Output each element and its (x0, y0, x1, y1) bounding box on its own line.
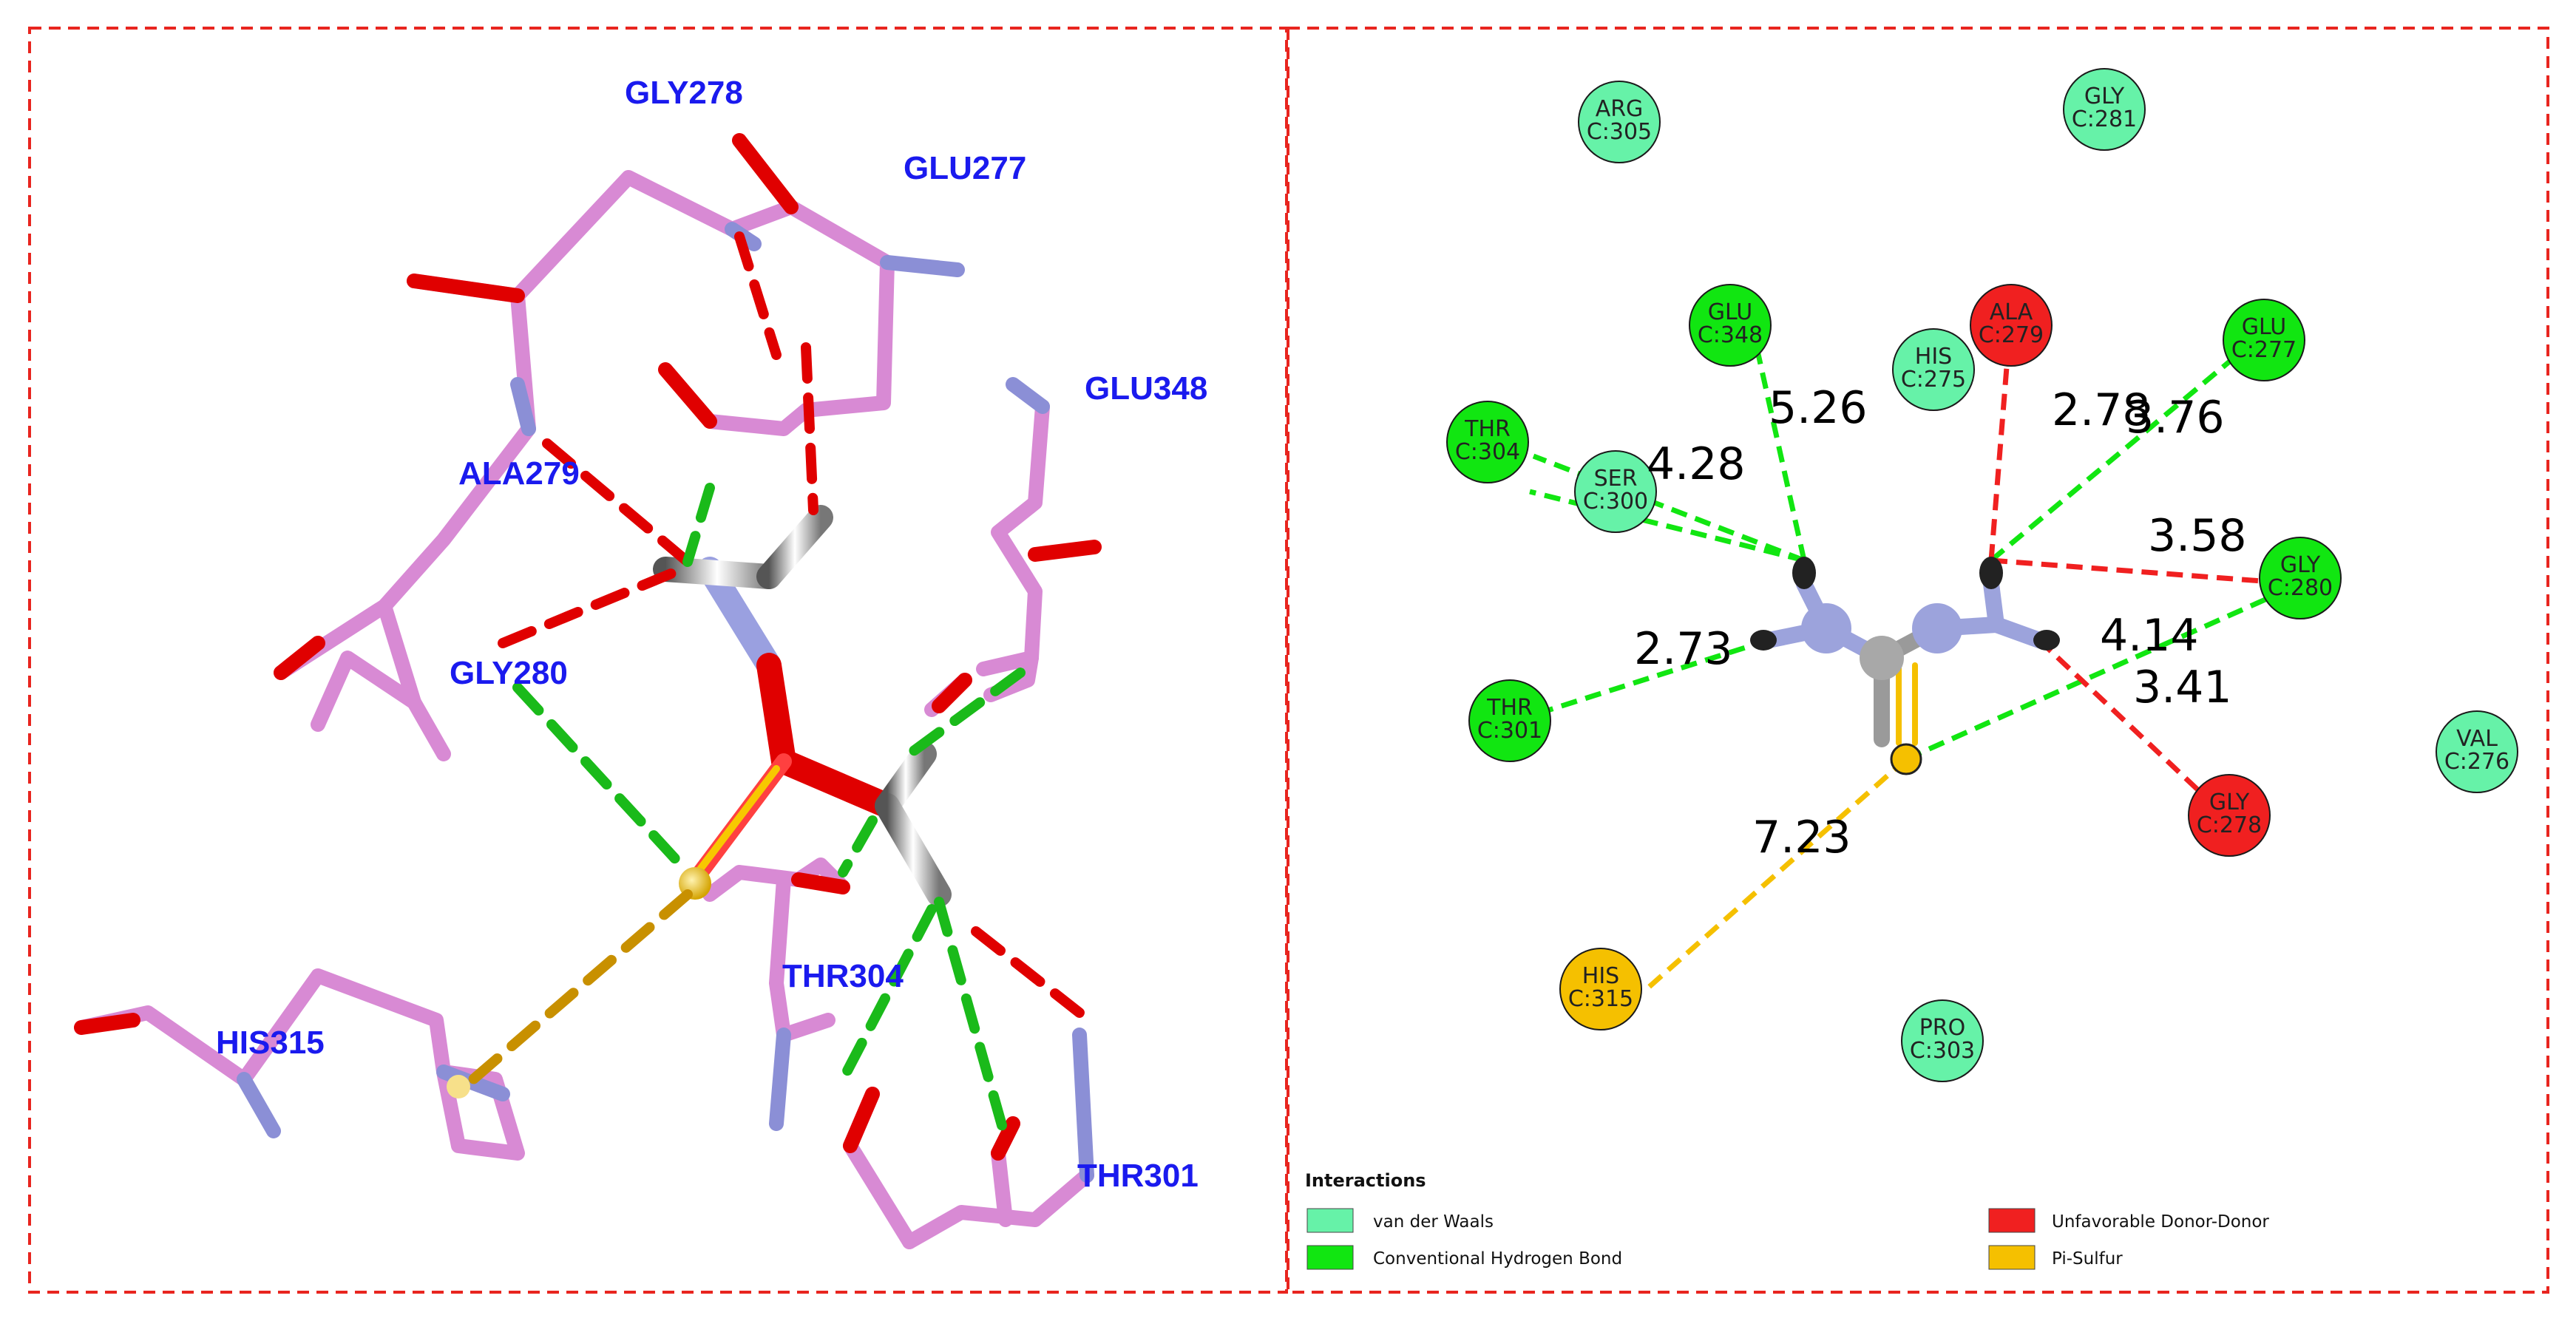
legend: Interactions van der Waals Conventional … (1305, 1170, 2269, 1270)
distance-labels: 5.26 2.78 3.76 4.28 3.58 2.73 4.14 3.41 … (1634, 382, 2247, 863)
residue-disc-gly281: GLY C:281 (2063, 68, 2146, 151)
distance-label: 5.26 (1769, 382, 1868, 434)
res3d-label: GLY278 (625, 75, 743, 111)
legend-label: Conventional Hydrogen Bond (1373, 1249, 1622, 1269)
distance-label: 2.73 (1634, 623, 1733, 675)
distance-label: 3.41 (2133, 662, 2232, 713)
residue-disc-ser300: SER C:300 (1574, 450, 1657, 533)
svg-text:C:281: C:281 (2072, 106, 2137, 132)
svg-text:GLY: GLY (2084, 84, 2125, 109)
residue-disc-his275: HIS C:275 (1892, 328, 1975, 411)
svg-text:C:303: C:303 (1910, 1038, 1975, 1064)
legend-title: Interactions (1305, 1170, 1426, 1191)
svg-text:GLU: GLU (1708, 299, 1752, 325)
svg-text:C:279: C:279 (1979, 322, 2044, 348)
svg-text:SER: SER (1594, 466, 1638, 492)
res3d-label: GLU348 (1085, 370, 1207, 407)
residue-labels-3d: GLY278 GLU277 GLU348 ALA279 GLY280 HIS31… (216, 75, 1207, 1194)
res3d-label: THR304 (782, 958, 904, 994)
svg-text:C:280: C:280 (2268, 575, 2333, 601)
svg-text:THR: THR (1486, 695, 1533, 721)
res3d-label: THR301 (1077, 1158, 1199, 1194)
ligand-2d (1750, 557, 2060, 775)
residue-disc-glu348: GLU C:348 (1689, 284, 1772, 367)
distance-label: 3.76 (2126, 392, 2225, 444)
legend-swatch-pisulfur (1988, 1245, 2036, 1270)
svg-text:GLY: GLY (2209, 789, 2250, 815)
svg-text:ARG: ARG (1596, 96, 1644, 122)
distance-label: 7.23 (1752, 812, 1851, 863)
svg-text:ALA: ALA (1990, 299, 2033, 325)
residue-disc-arg305: ARG C:305 (1578, 81, 1661, 163)
distance-label: 2.78 (2052, 384, 2151, 436)
svg-text:C:301: C:301 (1477, 718, 1542, 744)
svg-text:C:305: C:305 (1587, 119, 1652, 145)
svg-text:VAL: VAL (2456, 726, 2498, 752)
right-panel-frame (1287, 27, 2549, 1294)
residue-disc-pro303: PRO C:303 (1901, 999, 1984, 1082)
stick-model-3d (74, 133, 1102, 1249)
svg-text:THR: THR (1464, 416, 1511, 442)
residue-disc-val276: VAL C:276 (2436, 710, 2518, 793)
legend-label: Pi-Sulfur (2052, 1249, 2123, 1269)
legend-label: van der Waals (1373, 1212, 1494, 1232)
res3d-label: HIS315 (216, 1025, 325, 1061)
svg-text:C:348: C:348 (1698, 322, 1763, 348)
residue-disc-thr301: THR C:301 (1468, 679, 1551, 762)
legend-swatch-vdw (1306, 1208, 1354, 1233)
residue-disc-gly280: GLY C:280 (2259, 537, 2342, 619)
residue-disc-gly278: GLY C:278 (2188, 774, 2271, 857)
svg-text:C:278: C:278 (2197, 812, 2262, 838)
svg-text:C:300: C:300 (1583, 489, 1648, 515)
distance-label: 3.58 (2148, 510, 2247, 562)
res3d-label: ALA279 (458, 455, 580, 492)
svg-text:C:277: C:277 (2231, 337, 2297, 363)
svg-text:C:304: C:304 (1455, 439, 1520, 465)
legend-swatch-unfav (1988, 1208, 2036, 1233)
res3d-label: GLY280 (450, 655, 568, 691)
res3d-label: GLU277 (904, 150, 1026, 186)
left-panel-frame (28, 27, 1288, 1294)
svg-text:GLY: GLY (2280, 552, 2321, 578)
distance-label: 4.14 (2100, 610, 2199, 662)
residue-disc-glu277: GLU C:277 (2223, 299, 2305, 381)
svg-text:C:315: C:315 (1568, 986, 1633, 1012)
distance-label: 4.28 (1647, 438, 1746, 490)
residue-disc-thr304: THR C:304 (1446, 401, 1529, 483)
residue-disc-ala279: ALA C:279 (1970, 284, 2053, 367)
svg-text:C:275: C:275 (1901, 367, 1966, 393)
legend-swatch-hbond (1306, 1245, 1354, 1270)
svg-text:HIS: HIS (1582, 963, 1619, 989)
svg-text:HIS: HIS (1915, 344, 1952, 370)
svg-text:PRO: PRO (1919, 1015, 1966, 1041)
residue-disc-his315: HIS C:315 (1559, 948, 1642, 1030)
svg-text:GLU: GLU (2242, 314, 2286, 340)
svg-text:C:276: C:276 (2444, 749, 2509, 775)
legend-label: Unfavorable Donor-Donor (2052, 1212, 2269, 1232)
